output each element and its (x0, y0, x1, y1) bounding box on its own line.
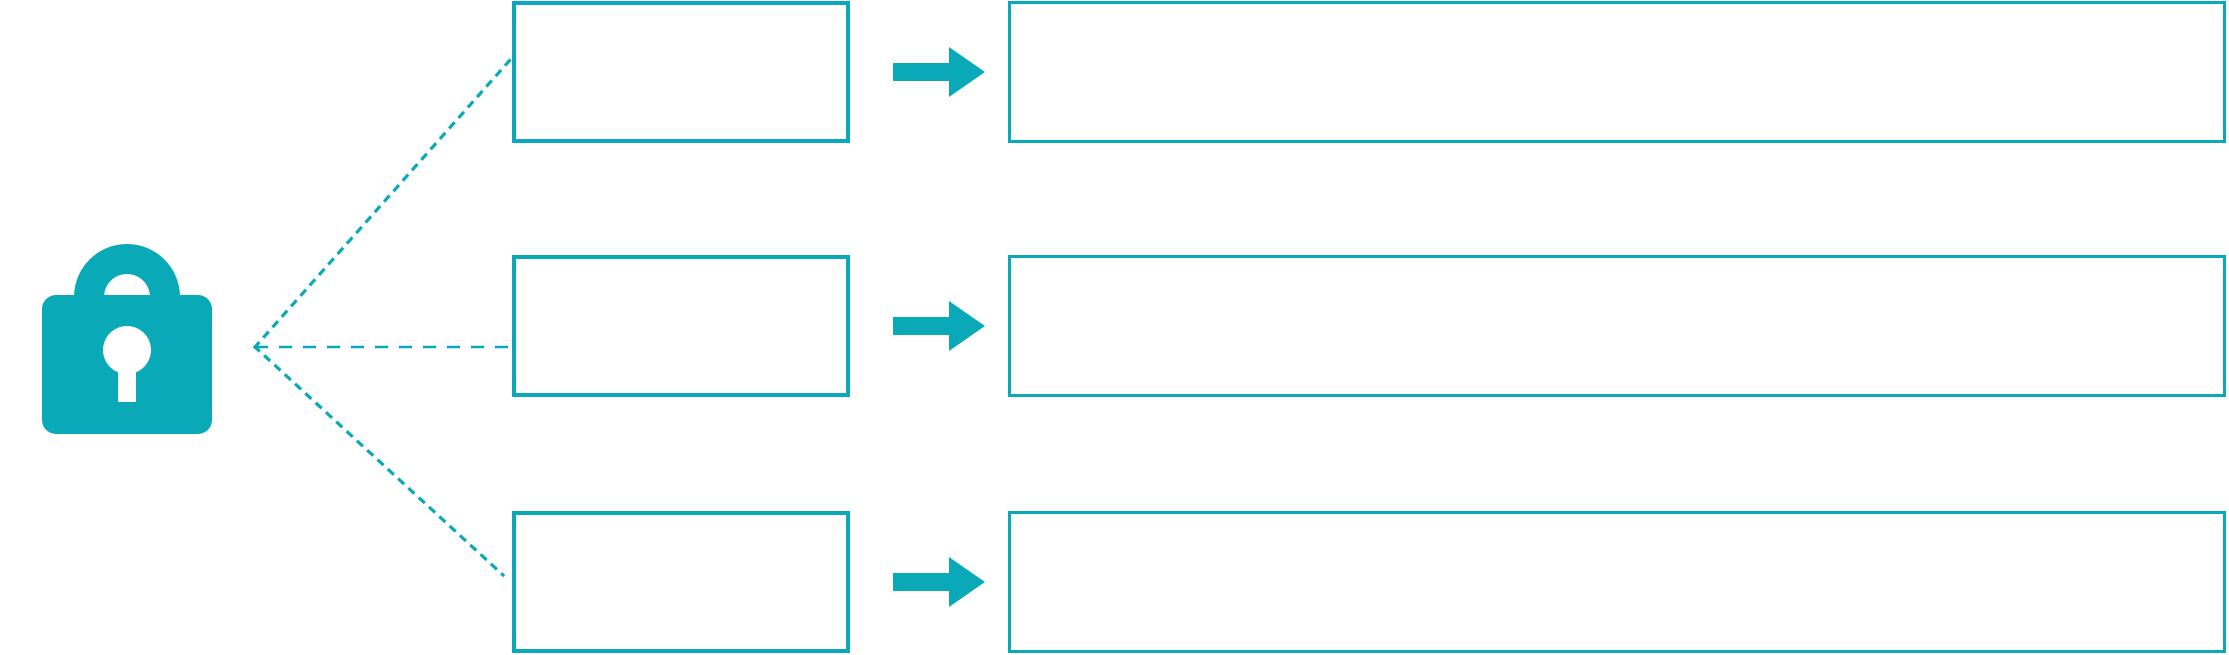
lock-icon (22, 205, 232, 450)
left-box[interactable] (512, 511, 850, 653)
right-box[interactable] (1008, 255, 2226, 397)
diagram-row (0, 254, 2229, 399)
diagram-row (0, 510, 2229, 655)
arrow-right-icon (891, 296, 987, 356)
arrow-right-icon (891, 552, 987, 612)
left-box[interactable] (512, 255, 850, 397)
arrow-right-icon (891, 42, 987, 102)
right-box[interactable] (1008, 1, 2226, 143)
left-box[interactable] (512, 1, 850, 143)
diagram-row (0, 0, 2229, 145)
right-box[interactable] (1008, 511, 2226, 653)
